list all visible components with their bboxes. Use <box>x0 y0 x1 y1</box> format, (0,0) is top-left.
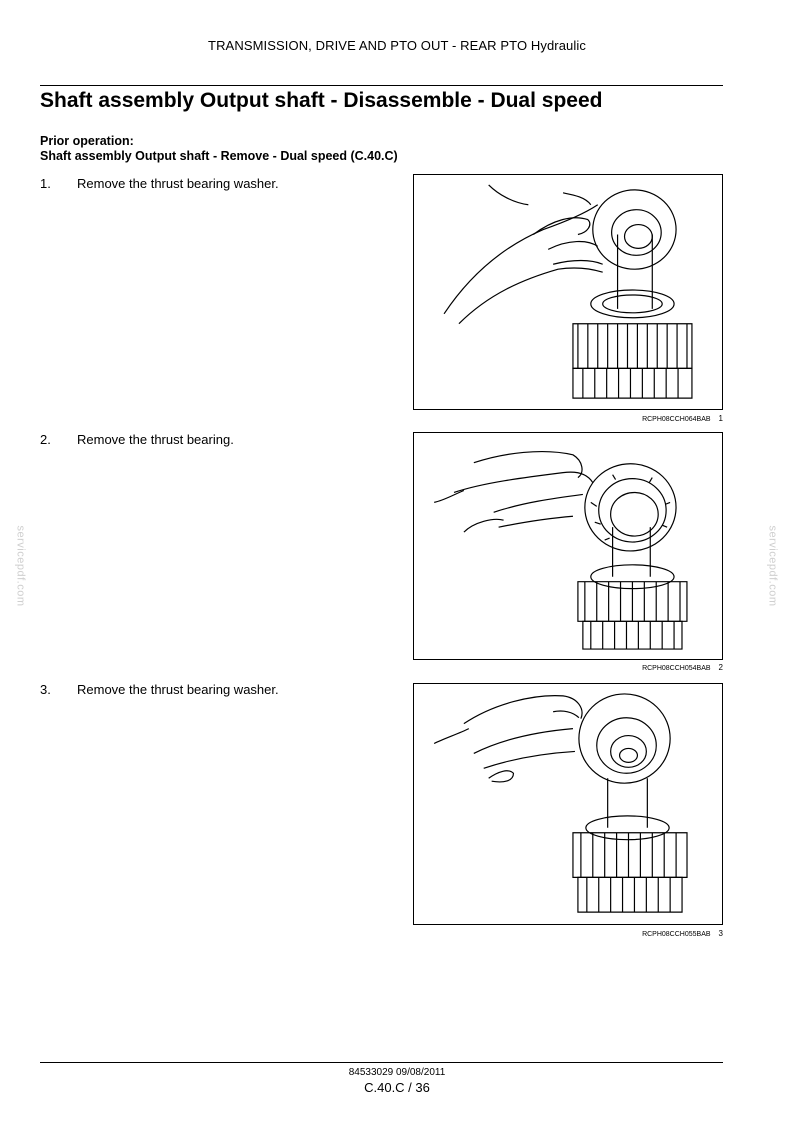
footer-rule <box>40 1062 723 1063</box>
figure-2 <box>413 432 723 660</box>
step-number: 2. <box>40 432 51 447</box>
step-number: 1. <box>40 176 51 191</box>
figure-1-illustration <box>443 184 693 399</box>
prior-operation-label: Prior operation: <box>40 134 134 148</box>
figure-number: 2 <box>718 663 723 672</box>
figure-code: RCPH08CCH055BAB <box>642 931 711 938</box>
step-text: Remove the thrust bearing washer. <box>77 176 279 191</box>
figure-number: 1 <box>718 414 723 423</box>
step-number: 3. <box>40 682 51 697</box>
prior-operation: Prior operation: Shaft assembly Output s… <box>40 134 398 164</box>
figure-2-caption: RCPH08CCH054BAB 2 <box>600 663 723 672</box>
watermark-right: servicepdf.com <box>766 525 779 607</box>
footer-doc-ref: 84533029 09/08/2011 <box>348 1067 446 1078</box>
figure-1 <box>413 174 723 410</box>
figure-code: RCPH08CCH064BAB <box>642 416 711 423</box>
figure-3-illustration <box>433 693 688 913</box>
section-header: TRANSMISSION, DRIVE AND PTO OUT - REAR P… <box>208 38 586 53</box>
figure-3 <box>413 683 723 925</box>
step-text: Remove the thrust bearing. <box>77 432 234 447</box>
step-2: 2. Remove the thrust bearing. <box>40 432 234 447</box>
page-title: Shaft assembly Output shaft - Disassembl… <box>40 89 603 112</box>
prior-operation-link[interactable]: Shaft assembly Output shaft - Remove - D… <box>40 149 398 163</box>
figure-1-caption: RCPH08CCH064BAB 1 <box>600 414 723 423</box>
step-3: 3. Remove the thrust bearing washer. <box>40 682 279 697</box>
figure-code: RCPH08CCH054BAB <box>642 665 711 672</box>
header-rule <box>40 85 723 86</box>
step-text: Remove the thrust bearing washer. <box>77 682 279 697</box>
figure-number: 3 <box>718 929 723 938</box>
figure-3-caption: RCPH08CCH055BAB 3 <box>600 929 723 938</box>
step-1: 1. Remove the thrust bearing washer. <box>40 176 279 191</box>
figure-2-illustration <box>434 451 688 650</box>
watermark-left: servicepdf.com <box>14 525 27 607</box>
footer-page-number: C.40.C / 36 <box>364 1080 430 1095</box>
